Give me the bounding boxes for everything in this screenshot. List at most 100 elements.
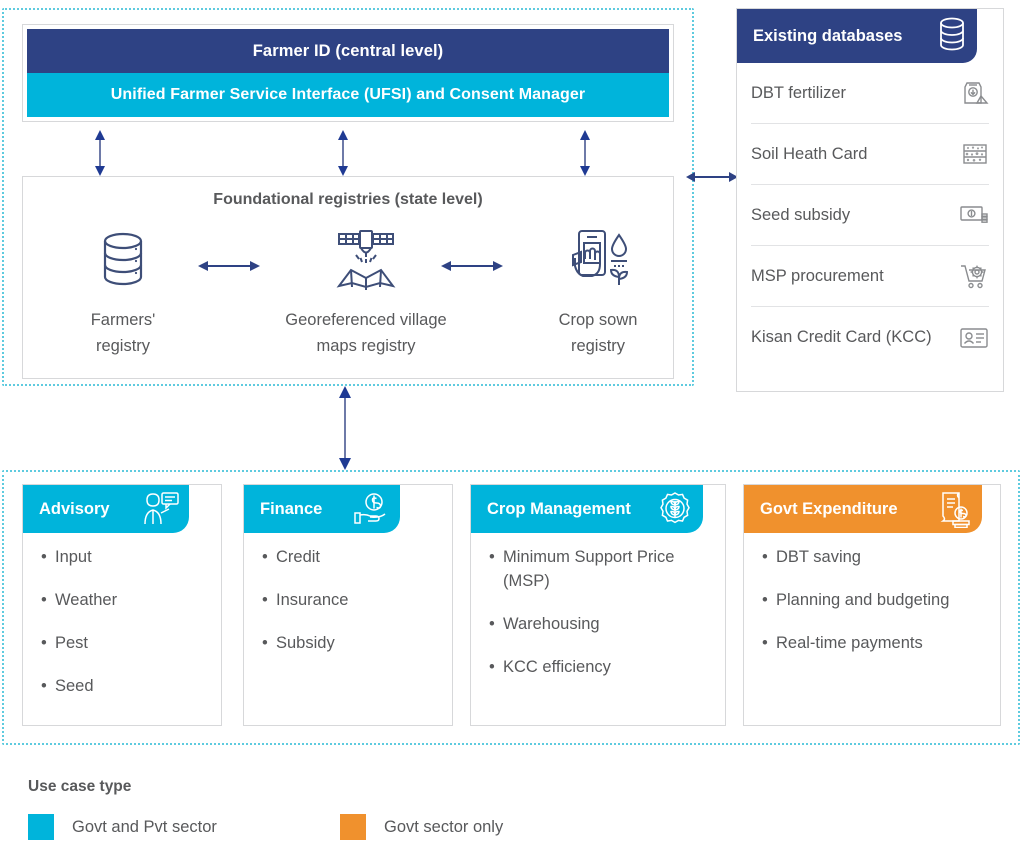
bullet-dot: • [41,634,47,652]
bullet-dot: • [762,591,768,609]
ufsi-bar: Unified Farmer Service Interface (UFSI) … [27,73,669,117]
use-case-card-title: Govt Expenditure [760,499,898,518]
legend-title: Use case type [28,778,132,795]
use-case-card-body: • Minimum Support Price (MSP) • Warehous… [471,545,725,698]
database-row-seed-subsidy[interactable]: Seed subsidy [751,185,989,246]
list-item-label: Weather [55,591,118,609]
use-case-card-header: Advisory [23,485,189,533]
bullet-dot: • [41,591,47,609]
database-row-msp-procurement[interactable]: MSP procurement [751,246,989,307]
list-item: • Seed [41,674,207,698]
existing-databases-panel: Existing databases DBT fertilizer [736,8,1004,392]
use-case-card-govt-expenditure[interactable]: Govt Expenditure [743,484,1001,726]
list-item-label: Real-time payments [776,634,923,652]
legend-label: Govt sector only [384,817,504,836]
use-case-card-finance[interactable]: Finance • Credit [243,484,453,726]
database-name: MSP procurement [751,266,884,285]
legend-items: Govt and Pvt sector Govt sector only [28,814,728,840]
database-stack-icon [937,17,967,56]
use-case-card-body: • Input • Weather • Pest • Seed [23,545,221,717]
advisor-person-icon [141,491,181,527]
list-item: • Weather [41,588,207,612]
legend: Use case type Govt and Pvt sector Govt s… [28,778,728,840]
registry-label-farmers: Farmers' registry [90,311,156,355]
list-item: • KCC efficiency [489,655,711,679]
bullet-dot: • [489,615,495,633]
database-cylinder-icon [53,229,193,291]
registry-item-crop-sown: Crop sown registry [523,229,673,359]
bullet-dot: • [262,634,268,652]
connector-arrow-vertical-center [338,130,348,176]
ufsi-label: Unified Farmer Service Interface (UFSI) … [110,86,586,103]
bullet-dot: • [41,677,47,695]
registry-item-village-maps: Georeferenced village maps registry [266,229,466,359]
cart-gear-icon [955,262,989,290]
list-item-label: Insurance [276,591,349,609]
legend-swatch-orange [340,814,366,840]
legend-swatch-cyan [28,814,54,840]
use-case-card-body: • Credit • Insurance • Subsidy [244,545,452,674]
connector-arrow-horizontal-2 [441,261,503,271]
connector-arrow-vertical-left [95,130,105,176]
bullet-dot: • [262,548,268,566]
soil-layers-icon [955,140,989,168]
connector-arrow-databases [686,172,738,182]
use-case-card-title: Advisory [39,499,110,518]
list-item: • Planning and budgeting [762,588,986,612]
use-case-card-header: Crop Management [471,485,703,533]
list-item-label: Warehousing [503,615,600,633]
use-case-card-header: Govt Expenditure [744,485,982,533]
connector-arrow-vertical-right [580,130,590,176]
satellite-map-icon [266,229,466,291]
existing-databases-list: DBT fertilizer Soil Heath Card [737,63,1003,368]
use-case-card-advisory[interactable]: Advisory • [22,484,222,726]
list-item-label: Seed [55,677,94,695]
banknote-icon [955,202,989,228]
list-item-label: Planning and budgeting [776,591,950,609]
use-case-card-title: Finance [260,499,323,518]
database-row-soil-health-card[interactable]: Soil Heath Card [751,124,989,185]
registry-group-frame [2,8,694,386]
bullet-dot: • [41,548,47,566]
list-item-label: Credit [276,548,321,566]
list-item: • Credit [262,545,438,569]
list-item: • Insurance [262,588,438,612]
bullet-dot: • [762,634,768,652]
database-name: Soil Heath Card [751,144,868,163]
registry-item-farmers: Farmers' registry [53,229,193,359]
list-item: • Pest [41,631,207,655]
hand-coin-icon [352,491,392,527]
gear-wheat-icon [655,491,695,527]
foundational-registries-panel: Foundational registries (state level) Fa… [22,176,674,379]
list-item-label: Subsidy [276,634,335,652]
list-item: • Subsidy [262,631,438,655]
legend-label: Govt and Pvt sector [72,817,217,836]
existing-databases-title: Existing databases [753,26,903,45]
farmer-id-label: Farmer ID (central level) [252,41,444,60]
list-item-label: DBT saving [776,548,861,566]
list-item-label: KCC efficiency [503,658,611,676]
use-case-card-title: Crop Management [487,499,631,518]
legend-item-govt-only: Govt sector only [340,814,503,840]
database-row-dbt-fertilizer[interactable]: DBT fertilizer [751,63,989,124]
list-item: • Warehousing [489,612,711,636]
use-case-card-crop-management[interactable]: Crop Management [470,484,726,726]
bullet-dot: • [262,591,268,609]
database-row-kisan-credit-card[interactable]: Kisan Credit Card (KCC) [751,307,989,368]
id-card-icon [955,326,989,350]
fertilizer-bag-icon [955,79,989,107]
registry-label-crop-sown: Crop sown registry [558,311,638,355]
bullet-dot: • [489,658,495,676]
list-item: • DBT saving [762,545,986,569]
connector-arrow-horizontal-1 [198,261,260,271]
connector-arrow-use-cases [339,386,351,470]
list-item-label: Minimum Support Price (MSP) [503,548,675,590]
legend-item-govt-and-pvt: Govt and Pvt sector [28,814,340,840]
list-item: • Minimum Support Price (MSP) [489,545,711,593]
hand-mobile-crop-icon [523,229,673,291]
invoice-money-icon [934,490,974,528]
central-layer-panel: Farmer ID (central level) Unified Farmer… [22,24,674,122]
list-item: • Input [41,545,207,569]
registry-label-village-maps: Georeferenced village maps registry [285,311,447,355]
